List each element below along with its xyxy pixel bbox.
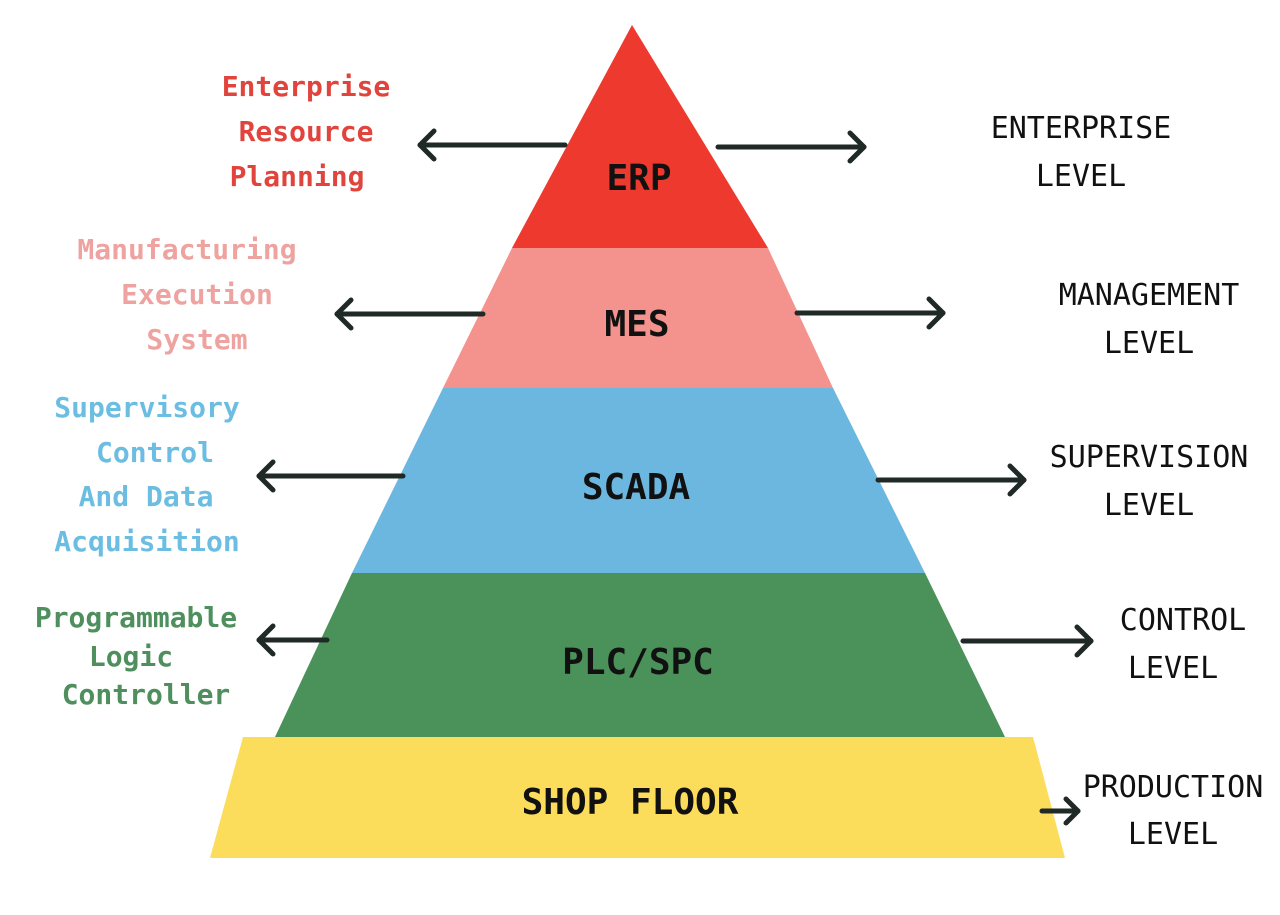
arrow-left-icon [256,459,406,493]
plc-layer [275,573,1005,737]
svg-text:ENTERPRISE: ENTERPRISE [991,111,1172,146]
scada-label: SCADA [582,467,691,508]
shop-floor-layer [210,737,1065,858]
plc-label: PLC/SPC [562,642,714,683]
arrow-right-icon [960,624,1094,658]
svg-text:Acquisition: Acquisition [54,525,239,558]
scada-description: Supervisory Control And Data Acquisition [54,391,240,558]
svg-text:LEVEL: LEVEL [1104,326,1194,361]
erp-description: Enterprise Resource Planning [222,70,391,193]
erp-label: ERP [606,158,671,199]
svg-text:Enterprise: Enterprise [222,70,391,103]
production-level-label: PRODUCTION LEVEL [1083,770,1264,852]
svg-text:LEVEL: LEVEL [1128,651,1218,686]
arrow-left-icon [334,297,486,331]
arrow-right-icon [875,463,1027,497]
mes-layer [443,248,833,388]
arrows [256,128,1094,826]
erp-layer [512,25,768,248]
plc-description: Programmable Logic Controller [35,601,237,711]
svg-text:Controller: Controller [62,678,231,711]
svg-text:Programmable: Programmable [35,601,237,634]
svg-text:Control: Control [96,436,214,469]
svg-text:Logic: Logic [89,640,173,673]
arrow-left-icon [417,128,568,162]
arrow-right-icon [715,130,867,164]
svg-text:LEVEL: LEVEL [1104,488,1194,523]
svg-text:PRODUCTION: PRODUCTION [1083,770,1264,805]
management-level-label: MANAGEMENT LEVEL [1059,278,1240,361]
enterprise-level-label: ENTERPRISE LEVEL [991,111,1172,194]
scada-layer [352,388,925,573]
svg-text:LEVEL: LEVEL [1036,159,1126,194]
svg-text:And Data: And Data [79,480,214,513]
svg-text:LEVEL: LEVEL [1128,817,1218,852]
svg-text:Resource: Resource [239,115,374,148]
arrow-right-icon [1039,796,1081,826]
svg-text:CONTROL: CONTROL [1120,603,1246,638]
svg-text:Planning: Planning [230,160,365,193]
control-level-label: CONTROL LEVEL [1120,603,1246,686]
shop-floor-label: SHOP FLOOR [522,782,739,823]
svg-text:Supervisory: Supervisory [54,391,240,424]
arrow-right-icon [794,296,946,330]
svg-text:SUPERVISION: SUPERVISION [1050,440,1249,475]
arrow-left-icon [256,623,330,657]
svg-text:Execution: Execution [121,278,273,311]
mes-description: Manufacturing Execution System [77,233,296,356]
supervision-level-label: SUPERVISION LEVEL [1050,440,1249,523]
svg-text:System: System [146,323,247,356]
svg-text:Manufacturing: Manufacturing [77,233,296,266]
svg-text:MANAGEMENT: MANAGEMENT [1059,278,1240,313]
mes-label: MES [604,304,669,345]
